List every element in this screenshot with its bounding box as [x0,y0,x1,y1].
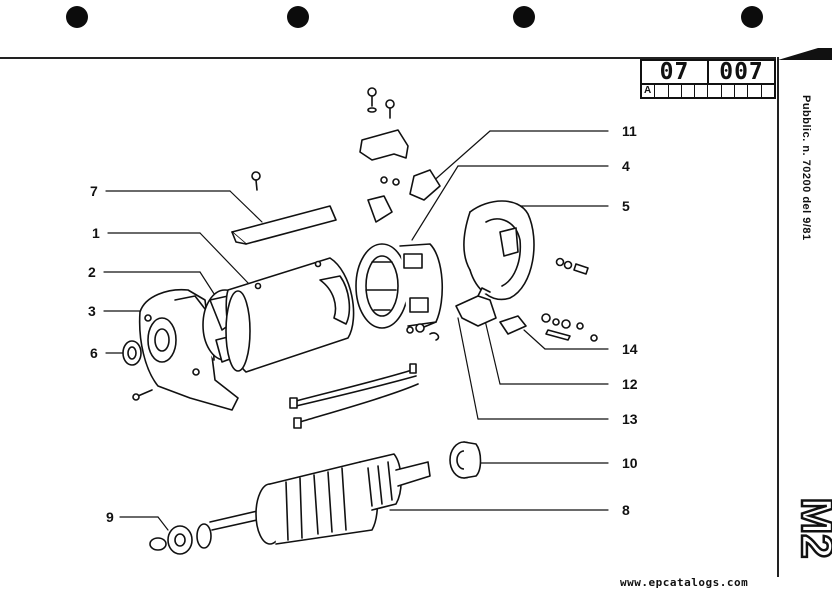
callout-8: 8 [622,502,630,518]
callout-6: 6 [90,345,98,361]
armature [209,453,431,545]
watermark-link[interactable]: www.epcatalogs.com [620,576,749,589]
callout-3: 3 [88,303,96,319]
callout-14: 14 [622,341,638,357]
corner-triangle-icon [778,48,832,60]
callout-7: 7 [90,183,98,199]
connecting-straps [289,363,419,429]
cover-strip [231,205,337,245]
drive-end-housing [138,288,239,411]
binder-hole [741,6,763,28]
binder-hole [66,6,88,28]
callout-5: 5 [622,198,630,214]
plate-number-code: 007 [707,59,774,85]
plate-group-code: 07 [659,59,690,85]
plate-code-box: 07 007 [640,59,776,85]
callout-13: 13 [622,411,638,427]
callout-10: 10 [622,455,638,471]
bushing [122,340,142,366]
screw-and-clip [406,321,440,341]
revision-row: A [640,85,776,99]
leader-lines [103,130,609,531]
terminal-kit [499,313,598,342]
yoke-frame [225,257,355,373]
end-cover [463,200,535,301]
bearing [449,441,482,479]
callout-12: 12 [622,376,638,392]
revision-letter: A [644,85,652,96]
commutator-end-frame [355,243,444,329]
callout-9: 9 [106,509,114,525]
callout-11: 11 [622,123,637,139]
callout-2: 2 [88,264,96,280]
brush-holder-bracket [359,87,441,223]
side-rule [777,57,779,577]
screw [251,171,261,191]
svg-text:M2: M2 [792,497,832,558]
screw [132,389,153,401]
binder-hole [287,6,309,28]
binder-hole [513,6,535,28]
pinion-and-circlip [149,523,212,555]
nut-washer-set [555,257,589,275]
section-code-m2: M2 [791,496,832,560]
callout-1: 1 [92,225,100,241]
callout-4: 4 [622,158,630,174]
header-rule [0,57,776,59]
brush [455,287,497,327]
